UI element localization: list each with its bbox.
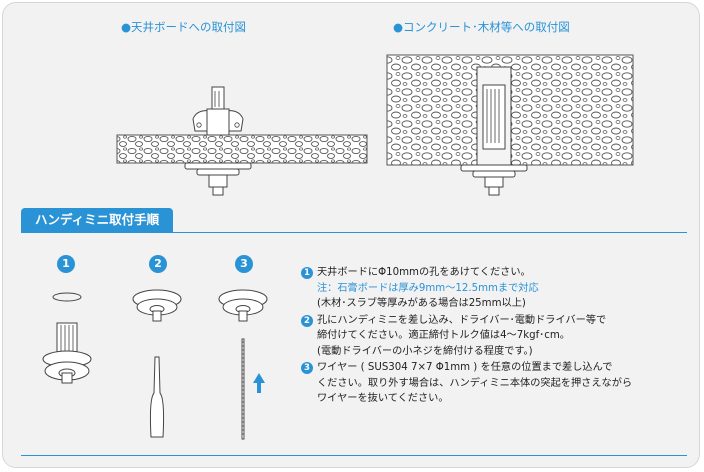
instruction-line: 締付けてください。適正締付トルク値は4〜7kgf･cm。 [317, 330, 570, 341]
instruction-item-3: 3 ワイヤー ( SUS304 7×7 Φ1mm ) を任意の位置まで差し込んで… [301, 360, 693, 407]
ceiling-board [116, 134, 368, 164]
instruction-line: ください。取り外す場合は、ハンディミニ本体の突起を押さえながら [317, 377, 633, 389]
instruction-number: 2 [301, 314, 313, 327]
drill-hole [52, 292, 82, 302]
instruction-sub: (木材･スラブ等厚みがある場合は25mm以上) [317, 298, 526, 309]
diagram-frame: ●天井ボードへの取付図 ●コンクリート･木材等への取付図 [2, 2, 700, 468]
instruction-list: 1 天井ボードにΦ10mmの孔をあけてください。 注：石膏ボードは厚み9mm〜1… [301, 265, 693, 408]
instruction-line: (電動ドライバーの小ネジを締付ける程度です。) [317, 345, 533, 357]
section-title: ハンディミニ取付手順 [21, 208, 174, 232]
up-arrow-icon [253, 373, 265, 393]
section-rule-top [21, 232, 687, 233]
ceiling-board-illustration [116, 86, 368, 196]
section-rule-bottom [21, 455, 687, 456]
caption-ceiling-board: ●天井ボードへの取付図 [121, 20, 247, 34]
instruction-number: 3 [301, 362, 313, 374]
instruction-line: ワイヤー ( SUS304 7×7 Φ1mm ) を任意の位置まで差し込んで [317, 362, 613, 373]
instruction-line: 天井ボードにΦ10mmの孔をあけてください。 [317, 267, 531, 278]
instruction-line: ワイヤーを抜いてください。 [317, 393, 449, 404]
caption-concrete-wood: ●コンクリート･木材等への取付図 [393, 20, 570, 34]
instruction-item-2: 2 孔にハンディミニを差し込み、ドライバー･電動ドライバー等で 締付けてください… [301, 313, 693, 360]
screwdriver-icon [149, 356, 165, 438]
instruction-number: 1 [301, 267, 313, 279]
step-number-2: 2 [149, 255, 167, 273]
step-number-1: 1 [57, 255, 75, 273]
instruction-note: 注：石膏ボードは厚み9mm〜12.5mmまで対応 [317, 282, 539, 294]
instruction-item-1: 1 天井ボードにΦ10mmの孔をあけてください。 注：石膏ボードは厚み9mm〜1… [301, 265, 693, 312]
step-number-3: 3 [235, 255, 253, 273]
concrete-illustration [386, 54, 634, 196]
step3-illustration [218, 289, 268, 440]
instruction-line: 孔にハンディミニを差し込み、ドライバー･電動ドライバー等で [317, 314, 607, 326]
step1-illustration [42, 292, 92, 384]
step2-illustration [132, 289, 182, 438]
